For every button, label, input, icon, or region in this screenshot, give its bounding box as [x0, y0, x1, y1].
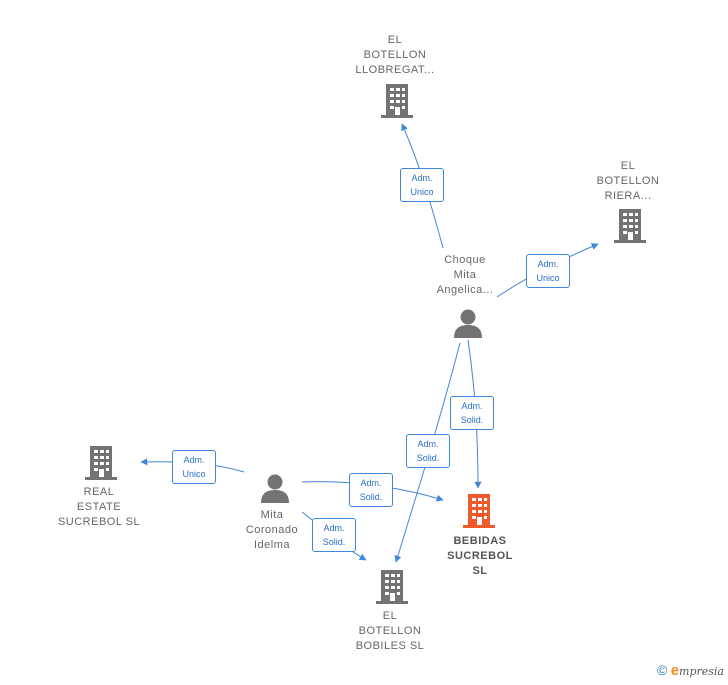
- empresia-logo-e: e: [670, 662, 680, 679]
- building-icon[interactable]: [85, 446, 117, 480]
- person-icon[interactable]: [453, 308, 483, 338]
- node-label-el-botellon-bobiles[interactable]: EL BOTELLON BOBILES SL: [355, 610, 425, 652]
- node-label-el-botellon-riera[interactable]: EL BOTELLON RIERA...: [596, 160, 660, 202]
- edge-label-choque-llobregat: Adm. Unico: [400, 168, 444, 202]
- edge-label-choque-riera: Adm. Unico: [526, 254, 570, 288]
- empresia-logo-text: mpresia: [679, 665, 724, 678]
- node-label-real-estate-sucrebol[interactable]: REAL ESTATE SUCREBOL SL: [57, 486, 141, 528]
- edge-label-choque-bebidas: Adm. Solid.: [450, 396, 494, 430]
- building-icon[interactable]: [614, 209, 646, 243]
- person-icon[interactable]: [260, 473, 290, 503]
- node-label-mita-coronado-idelma[interactable]: Mita Coronado Idelma: [245, 509, 299, 551]
- edge-label-mita-bebidas: Adm. Solid.: [349, 473, 393, 507]
- building-icon[interactable]: [376, 570, 408, 604]
- footer-branding: © empresia: [657, 662, 724, 679]
- edge-label-mita-real-estate: Adm. Unico: [172, 450, 216, 484]
- copyright-symbol: ©: [657, 662, 668, 678]
- node-label-el-botellon-llobregat[interactable]: EL BOTELLON LLOBREGAT...: [355, 34, 435, 76]
- edge-label-choque-bobiles: Adm. Solid.: [406, 434, 450, 468]
- building-icon[interactable]: [381, 84, 413, 118]
- building-main-icon[interactable]: [463, 494, 495, 528]
- node-label-choque-mita-angelica[interactable]: Choque Mita Angelica...: [436, 254, 494, 296]
- edge-label-mita-bobiles: Adm. Solid.: [312, 518, 356, 552]
- node-label-bebidas-sucrebol[interactable]: BEBIDAS SUCREBOL SL: [447, 535, 513, 577]
